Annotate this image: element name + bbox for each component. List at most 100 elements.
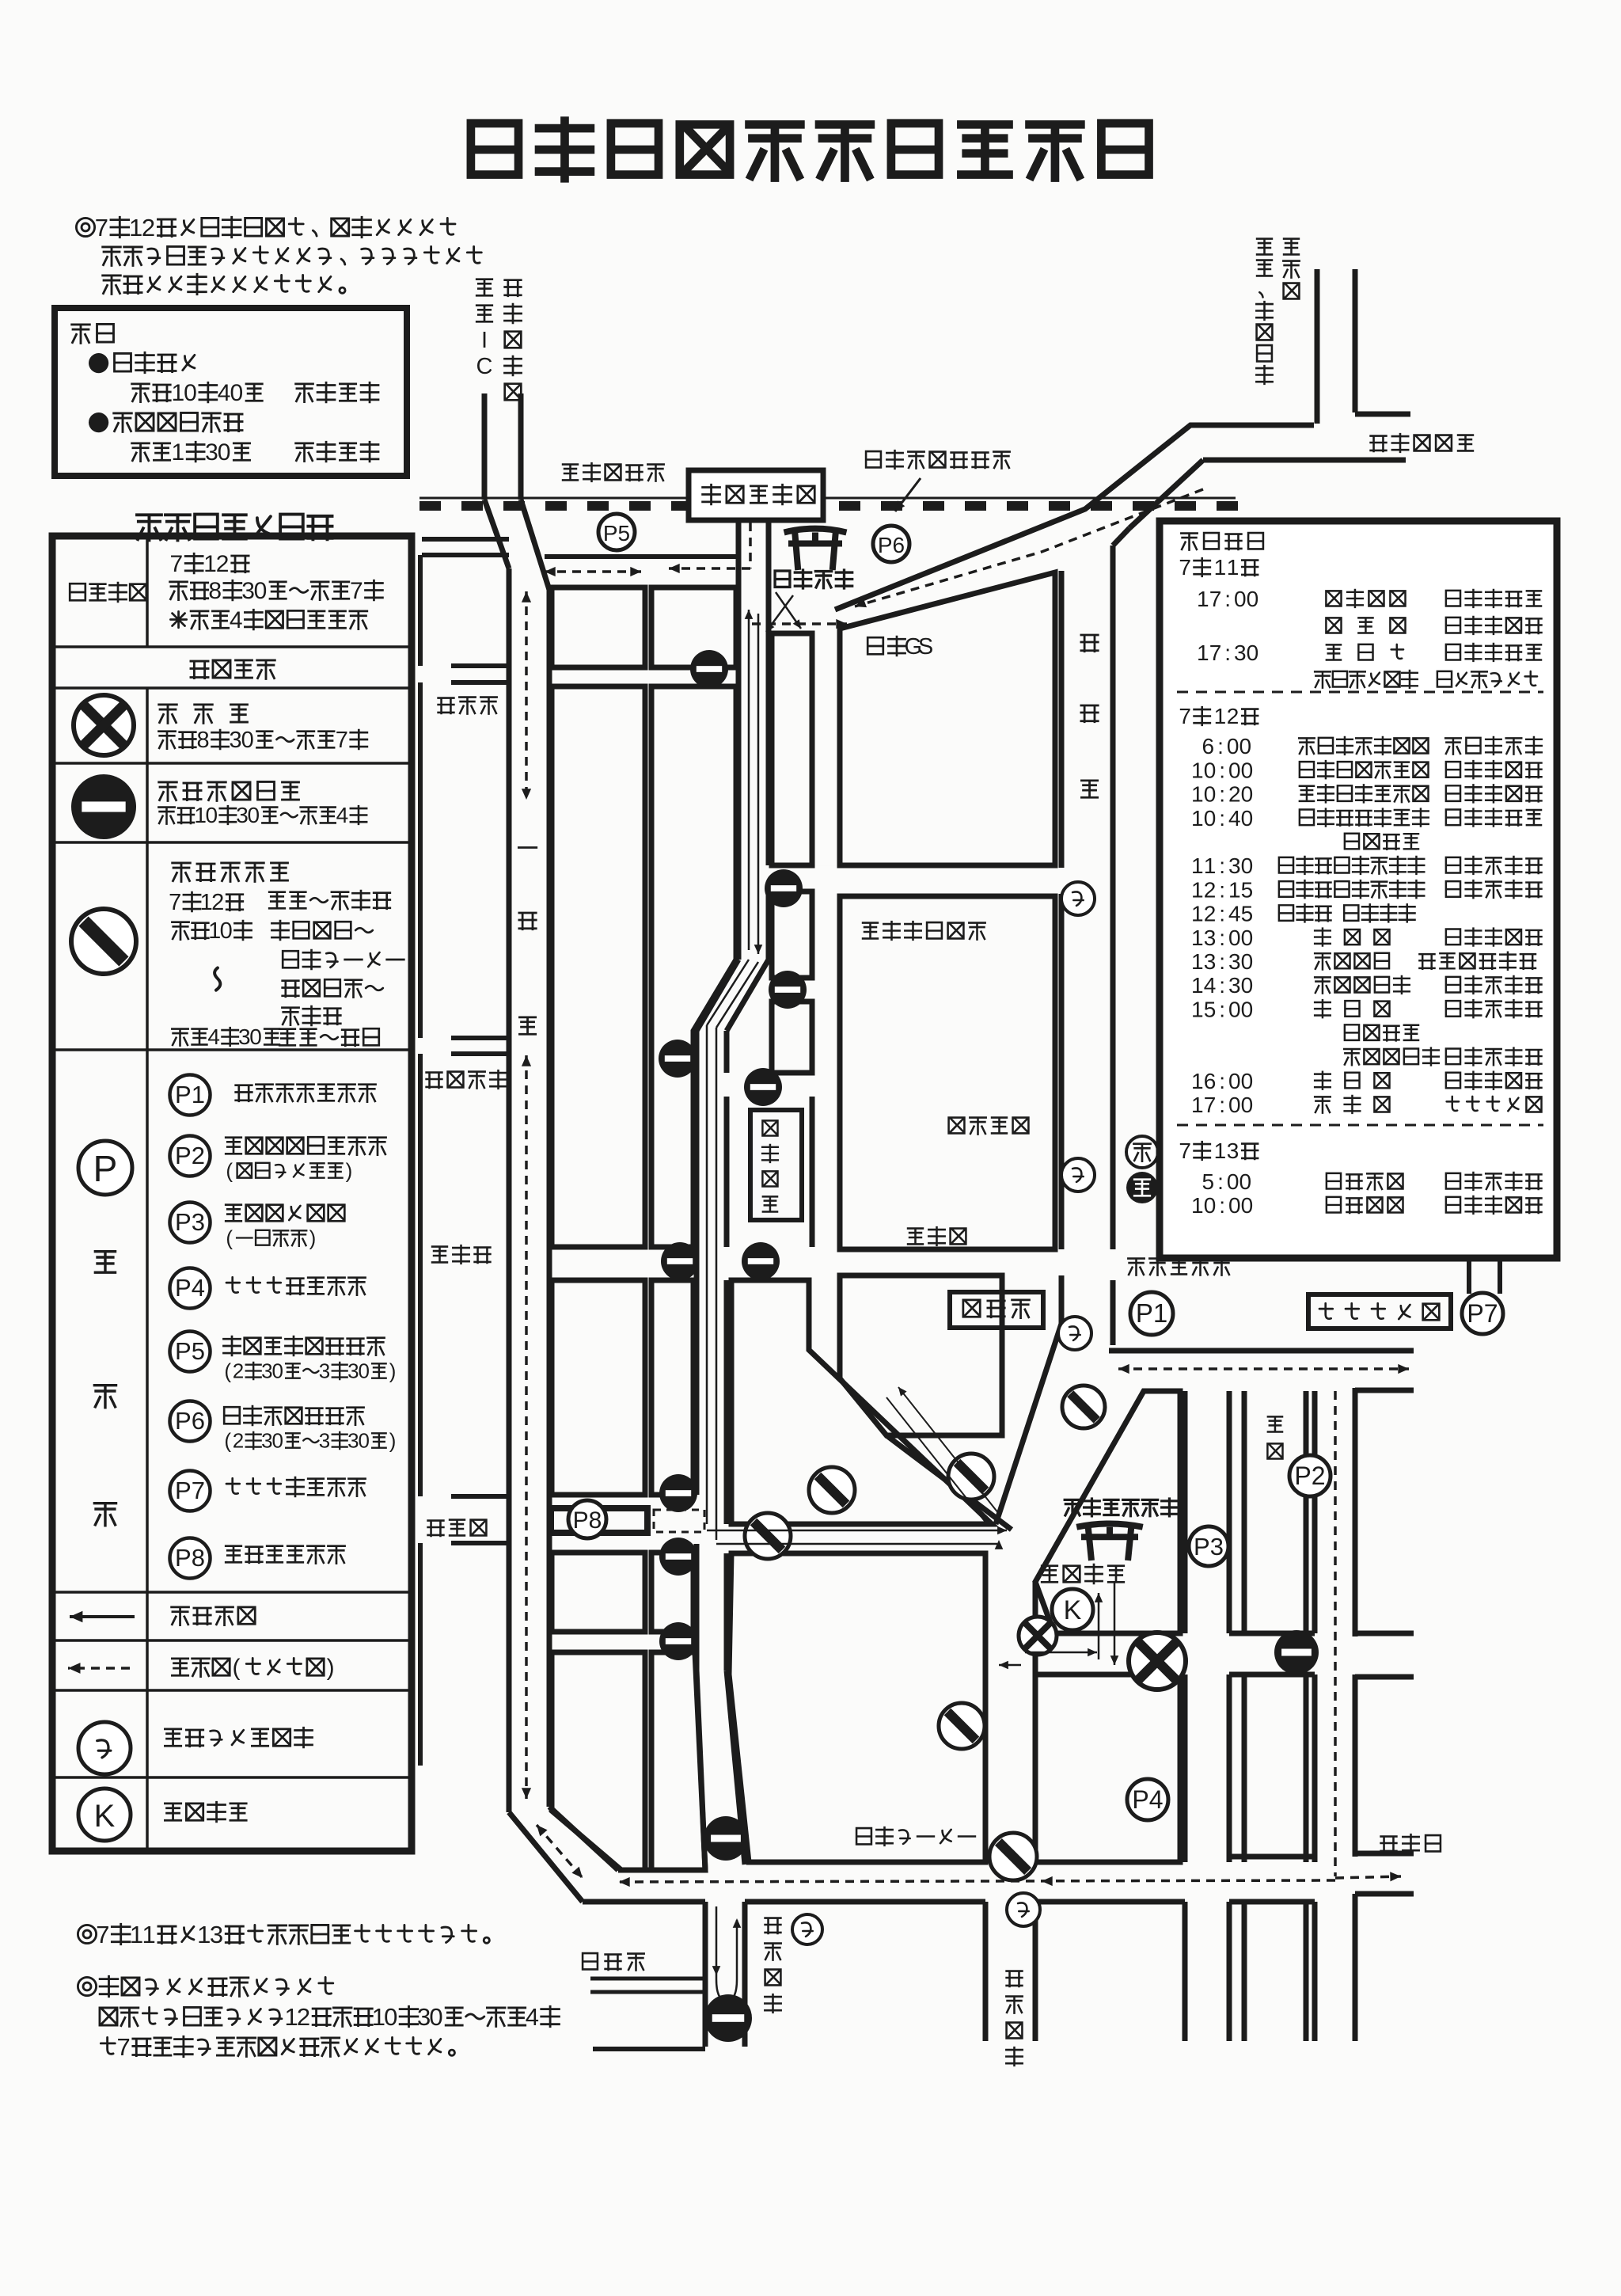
svg-text:4: 4: [336, 803, 349, 827]
svg-text:7: 7: [1179, 1138, 1191, 1163]
svg-text:P2: P2: [1294, 1462, 1325, 1490]
svg-text:0: 0: [1241, 997, 1254, 1021]
svg-text:1: 1: [1191, 758, 1204, 782]
svg-text:3: 3: [238, 1024, 251, 1049]
svg-text:7: 7: [95, 214, 108, 241]
svg-text:): ): [309, 1226, 317, 1250]
svg-text:0: 0: [1239, 1169, 1252, 1194]
svg-text:3: 3: [210, 1921, 223, 1948]
svg-text:8: 8: [208, 578, 222, 604]
svg-text:P8: P8: [175, 1544, 205, 1572]
svg-text:0: 0: [1228, 997, 1241, 1021]
svg-text:K: K: [94, 1799, 116, 1834]
svg-text:0: 0: [384, 2003, 397, 2031]
svg-text:0: 0: [1228, 1069, 1241, 1093]
svg-text:4: 4: [230, 607, 243, 633]
svg-text:7: 7: [1204, 1093, 1217, 1117]
svg-text:0: 0: [1239, 734, 1252, 758]
svg-text:P4: P4: [175, 1274, 205, 1302]
svg-text:3: 3: [261, 1359, 272, 1383]
svg-text:0: 0: [1204, 1193, 1217, 1218]
svg-text:7: 7: [169, 551, 183, 577]
svg-text:2: 2: [1204, 877, 1217, 902]
svg-text::: :: [1219, 902, 1225, 926]
svg-text:): ): [389, 1359, 397, 1383]
svg-text::: :: [1219, 758, 1225, 782]
svg-text:1: 1: [1214, 555, 1227, 580]
svg-text:P1: P1: [1136, 1298, 1167, 1328]
svg-text:2: 2: [216, 551, 230, 577]
svg-text:5: 5: [1241, 877, 1254, 902]
svg-text:4: 4: [207, 1024, 220, 1049]
svg-text:3: 3: [241, 578, 255, 604]
svg-text:P5: P5: [603, 521, 630, 545]
svg-text:0: 0: [1234, 587, 1247, 611]
svg-text:1: 1: [1214, 1138, 1227, 1163]
svg-text::: :: [1219, 1193, 1225, 1218]
svg-text:S: S: [918, 634, 933, 660]
svg-text:0: 0: [1241, 926, 1254, 950]
svg-text:0: 0: [218, 439, 231, 466]
svg-text:7: 7: [117, 2033, 131, 2061]
svg-text:1: 1: [130, 1921, 143, 1948]
svg-text:0: 0: [1241, 853, 1254, 878]
svg-text:1: 1: [194, 803, 207, 827]
svg-text:0: 0: [358, 1359, 369, 1383]
svg-text:1: 1: [372, 2003, 385, 2031]
svg-text:1: 1: [1214, 704, 1227, 728]
svg-text:P5: P5: [175, 1337, 205, 1365]
svg-text:1: 1: [1204, 853, 1217, 878]
svg-text:3: 3: [1234, 641, 1247, 665]
svg-text:1: 1: [1191, 877, 1204, 902]
svg-text:K: K: [1064, 1595, 1082, 1625]
svg-text:0: 0: [1247, 641, 1259, 665]
svg-text:1: 1: [142, 1921, 156, 1948]
svg-text:0: 0: [271, 1359, 283, 1383]
svg-text:): ): [346, 1159, 353, 1183]
svg-text:P7: P7: [1467, 1299, 1498, 1328]
svg-text:I: I: [481, 328, 488, 353]
svg-text:3: 3: [319, 1359, 330, 1383]
svg-text:1: 1: [1191, 782, 1204, 807]
svg-text:2: 2: [1204, 902, 1217, 926]
svg-text:0: 0: [206, 803, 218, 827]
svg-text:1: 1: [1191, 902, 1204, 926]
svg-text:1: 1: [171, 380, 184, 406]
svg-text:0: 0: [1227, 1169, 1239, 1194]
svg-text::: :: [1219, 926, 1225, 950]
svg-text:0: 0: [184, 380, 197, 406]
svg-text::: :: [1219, 877, 1225, 902]
svg-text:8: 8: [196, 728, 209, 753]
svg-text:6: 6: [1202, 734, 1215, 758]
svg-text:7: 7: [1209, 641, 1222, 665]
svg-text:3: 3: [1228, 949, 1241, 974]
svg-text::: :: [1219, 782, 1225, 807]
svg-text:2: 2: [233, 1359, 244, 1383]
svg-text:0: 0: [1241, 758, 1254, 782]
svg-text:0: 0: [1241, 1069, 1254, 1093]
svg-text:3: 3: [347, 1429, 359, 1453]
svg-text:3: 3: [1228, 973, 1241, 998]
svg-text:1: 1: [1191, 1193, 1204, 1218]
svg-text:1: 1: [1197, 587, 1209, 611]
svg-text::: :: [1219, 853, 1225, 878]
svg-text:4: 4: [1228, 902, 1241, 926]
svg-text:P3: P3: [1194, 1533, 1224, 1560]
svg-text:3: 3: [1204, 949, 1217, 974]
svg-text:0: 0: [1204, 806, 1217, 831]
svg-text::: :: [1219, 973, 1225, 998]
svg-text:1: 1: [129, 214, 142, 241]
svg-text:5: 5: [1204, 997, 1217, 1021]
svg-text:1: 1: [1191, 806, 1204, 831]
svg-text:2: 2: [142, 214, 155, 241]
svg-text:4: 4: [1204, 973, 1217, 998]
svg-text:4: 4: [1228, 806, 1241, 831]
svg-text:(: (: [226, 1159, 233, 1183]
svg-text:3: 3: [319, 1429, 330, 1453]
svg-text:3: 3: [1228, 853, 1241, 878]
svg-text::: :: [1224, 641, 1231, 665]
svg-text:(: (: [224, 1359, 231, 1383]
svg-text:0: 0: [1227, 734, 1239, 758]
svg-text:C: C: [476, 354, 493, 379]
svg-text:P4: P4: [1132, 1785, 1163, 1814]
